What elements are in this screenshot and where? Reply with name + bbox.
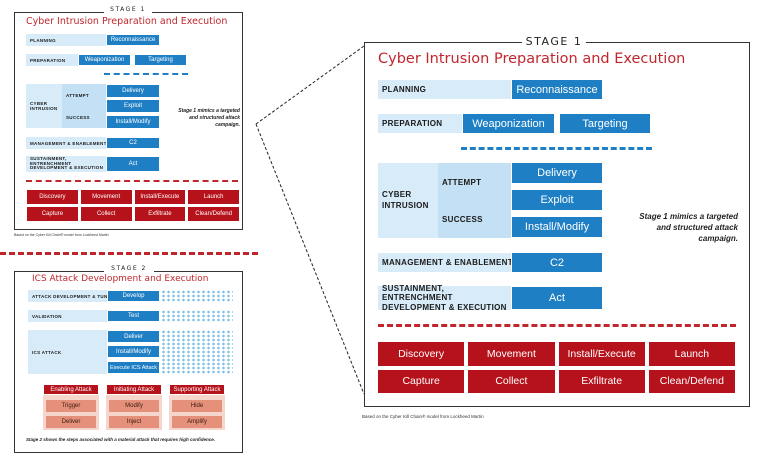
validation-label: VALIDATION xyxy=(28,310,107,322)
weaponization-step: Weaponization xyxy=(462,113,555,134)
action-discovery: Discovery xyxy=(377,341,466,367)
thumb-action-capture: Capture xyxy=(26,206,79,222)
preparation-label: PREPARATION xyxy=(378,114,462,133)
thumb-actions-grid: Discovery Movement Install/Execute Launc… xyxy=(26,189,240,222)
group-initiating-item-inject: Inject xyxy=(109,416,159,428)
planning-label: PLANNING xyxy=(378,80,511,99)
c2-step: C2 xyxy=(511,252,603,273)
thumb-action-movement: Movement xyxy=(79,189,133,205)
action-movement: Movement xyxy=(467,341,556,367)
attempt-label: ATTEMPT xyxy=(438,163,511,201)
action-exfiltrate: Exfiltrate xyxy=(557,368,646,394)
develop-dots xyxy=(161,290,233,302)
thumb-management-label: MANAGEMENT & ENABLEMENT xyxy=(26,137,106,149)
thumb-reconnaissance-step: Reconnaissance xyxy=(106,34,160,46)
zoom-line-top xyxy=(255,45,365,125)
thumb-action-install-execute: Install/Execute xyxy=(133,189,187,205)
group-initiating-header: Initiating Attack xyxy=(106,384,162,395)
group-enabling-item-trigger: Trigger xyxy=(46,400,96,412)
thumb-cyber-intrusion-label: CYBER INTRUSION xyxy=(26,84,62,128)
cyber-intrusion-label: CYBER INTRUSION xyxy=(378,163,438,238)
delivery-step: Delivery xyxy=(511,162,603,184)
blue-divider xyxy=(461,147,652,150)
thumb-planning-label: PLANNING xyxy=(26,34,106,46)
thumb-action-exfiltrate: Exfiltrate xyxy=(133,206,187,222)
thumb-stage1-note: Stage 1 mimics a targeted and structured… xyxy=(178,108,240,128)
thumb-action-clean-defend: Clean/Defend xyxy=(187,206,240,222)
stage1-credit: Based on the Cyber Kill Chain® model fro… xyxy=(362,414,484,419)
stage2-title: ICS Attack Development and Execution xyxy=(32,274,209,284)
deliver-step: Deliver xyxy=(107,330,160,343)
test-step: Test xyxy=(107,310,160,322)
success-label: SUCCESS xyxy=(438,201,511,238)
thumb-action-launch: Launch xyxy=(187,189,240,205)
action-launch: Launch xyxy=(647,341,736,367)
stage1-title: Cyber Intrusion Preparation and Executio… xyxy=(378,51,686,67)
stage2-note: Stage 2 shows the steps associated with … xyxy=(26,437,216,442)
stage1-thumb-title: Cyber Intrusion Preparation and Executio… xyxy=(26,16,228,27)
action-install-execute: Install/Execute xyxy=(557,341,646,367)
action-clean-defend: Clean/Defend xyxy=(647,368,736,394)
thumb-attempt-label: ATTEMPT xyxy=(62,84,106,106)
install-modify-step: Install/Modify xyxy=(511,216,603,238)
ics-attack-label: ICS ATTACK xyxy=(28,330,107,374)
test-dots xyxy=(161,310,233,322)
group-supporting-header: Supporting Attack xyxy=(169,384,225,395)
thumb-delivery-step: Delivery xyxy=(106,84,160,98)
thumb-red-divider xyxy=(26,180,238,182)
act-step: Act xyxy=(511,286,603,310)
actions-grid: Discovery Movement Install/Execute Launc… xyxy=(377,341,736,394)
thumb-credit: Based on the Cyber Kill Chain® model fro… xyxy=(14,233,109,237)
stage1-label: STAGE 1 xyxy=(522,35,586,48)
thumb-preparation-label: PREPARATION xyxy=(26,54,78,66)
action-capture: Capture xyxy=(377,368,466,394)
thumb-action-collect: Collect xyxy=(79,206,133,222)
develop-step: Develop xyxy=(107,290,160,302)
management-label: MANAGEMENT & ENABLEMENT xyxy=(378,253,513,272)
group-enabling-header: Enabling Attack xyxy=(43,384,99,395)
thumb-install-modify-step: Install/Modify xyxy=(106,115,160,129)
thumb-targeting-step: Targeting xyxy=(134,54,187,66)
thumb-blue-divider xyxy=(104,73,188,75)
ics-attack-dots xyxy=(161,330,233,374)
stage1-thumb-label: STAGE 1 xyxy=(104,6,152,13)
thumb-sustainment-label: SUSTAINMENT, ENTRENCHMENT DEVELOPMENT & … xyxy=(26,156,106,172)
thumb-exploit-step: Exploit xyxy=(106,99,160,113)
stage1-note: Stage 1 mimics a targeted and structured… xyxy=(639,212,738,243)
stage2-label: STAGE 2 xyxy=(104,265,154,272)
zoom-line-bottom xyxy=(255,123,365,395)
thumb-action-discovery: Discovery xyxy=(26,189,79,205)
install-modify-stage2-step: Install/Modify xyxy=(107,345,160,358)
group-supporting-item-amplify: Amplify xyxy=(172,416,222,428)
exploit-step: Exploit xyxy=(511,189,603,211)
targeting-step: Targeting xyxy=(559,113,651,134)
execute-ics-attack-step: Execute ICS Attack xyxy=(107,361,160,374)
reconnaissance-step: Reconnaissance xyxy=(511,79,603,100)
sustainment-label: SUSTAINMENT, ENTRENCHMENT DEVELOPMENT & … xyxy=(378,284,511,312)
stage-separator xyxy=(0,252,258,255)
thumb-act-step: Act xyxy=(106,156,160,172)
thumb-weaponization-step: Weaponization xyxy=(78,54,131,66)
thumb-c2-step: C2 xyxy=(106,137,160,149)
group-initiating-item-modify: Modify xyxy=(109,400,159,412)
thumb-success-label: SUCCESS xyxy=(62,106,106,128)
action-collect: Collect xyxy=(467,368,556,394)
red-divider xyxy=(378,324,736,327)
group-enabling-item-deliver: Deliver xyxy=(46,416,96,428)
group-supporting-item-hide: Hide xyxy=(172,400,222,412)
attack-dev-label: ATTACK DEVELOPMENT & TUNING xyxy=(28,290,116,302)
